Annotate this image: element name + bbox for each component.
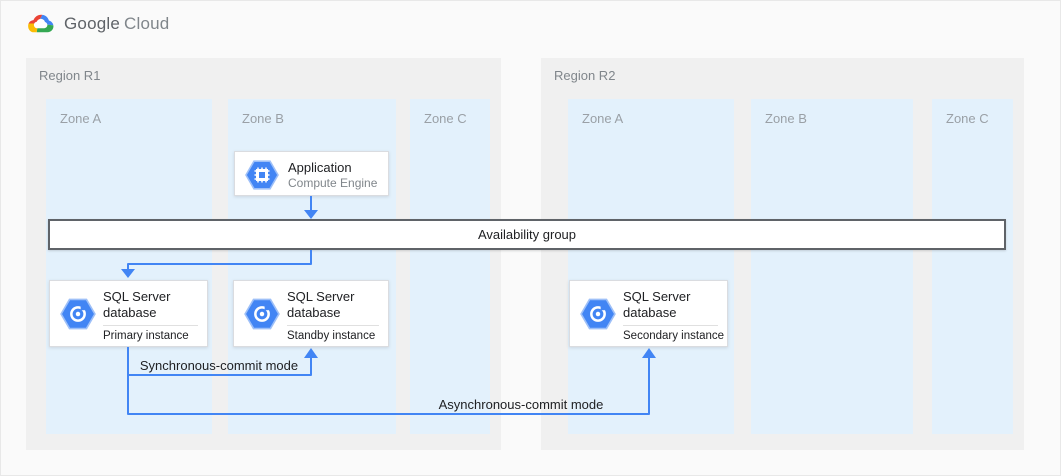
zone-label: Zone C [424, 111, 467, 126]
region-r1-zone-c: Zone C [410, 99, 490, 434]
card-divider [623, 325, 718, 326]
application-card: Application Compute Engine [234, 151, 389, 196]
logo-product: Cloud [124, 13, 170, 33]
sql-secondary-subtitle: Secondary instance [623, 330, 725, 342]
application-subtitle: Compute Engine [288, 176, 378, 190]
sql-primary-subtitle: Primary instance [103, 330, 189, 342]
zone-label: Zone A [582, 111, 624, 126]
sql-standby-card: SQL Server database Standby instance [233, 280, 389, 347]
region-r1: Region R1 Zone A Zone B Zone C [26, 58, 501, 450]
region-r2-zone-c: Zone C [932, 99, 1013, 434]
availability-group-label: Availability group [477, 227, 577, 242]
sync-commit-label: Synchronous-commit mode [139, 358, 299, 373]
region-r1-label: Region R1 [39, 68, 101, 83]
sql-primary-title: SQL Server database [103, 289, 171, 320]
zone-label: Zone B [242, 111, 284, 126]
sql-secondary-card: SQL Server database Secondary instance [569, 280, 728, 347]
card-divider [103, 325, 198, 326]
sql-secondary-title: SQL Server database [623, 289, 691, 320]
cloud-sql-hexagon-icon [244, 298, 280, 330]
sql-primary-card: SQL Server database Primary instance [49, 280, 208, 347]
sql-standby-subtitle: Standby instance [287, 330, 376, 342]
region-r2-label: Region R2 [554, 68, 616, 83]
zone-label: Zone A [60, 111, 102, 126]
region-r2-zone-a: Zone A [568, 99, 734, 434]
cloud-sql-hexagon-icon [60, 298, 96, 330]
async-commit-label: Asynchronous-commit mode [438, 397, 604, 412]
compute-engine-hexagon-icon [245, 160, 279, 190]
cloud-sql-hexagon-icon [580, 298, 616, 330]
region-r1-zone-a: Zone A [46, 99, 212, 434]
application-title: Application [288, 160, 352, 175]
availability-group-bar: Availability group [48, 219, 1006, 250]
card-divider [287, 325, 379, 326]
zone-label: Zone B [765, 111, 807, 126]
region-r1-zone-b: Zone B [228, 99, 396, 434]
zone-label: Zone C [946, 111, 989, 126]
logo-brand: Google [64, 13, 121, 33]
sql-standby-title: SQL Server database [287, 289, 355, 320]
region-r2-zone-b: Zone B [751, 99, 913, 434]
region-r2: Region R2 Zone A Zone B Zone C [541, 58, 1024, 450]
google-cloud-icon [28, 14, 54, 33]
